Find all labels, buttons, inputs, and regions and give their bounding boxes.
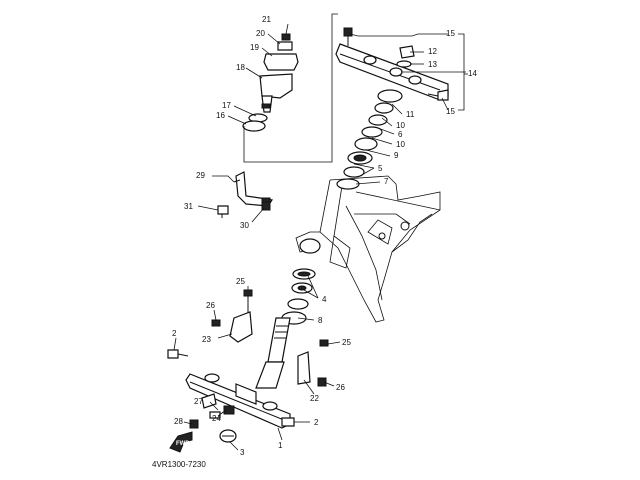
drawing-code: 4VR1300-7230 bbox=[152, 460, 206, 469]
bracket-22 bbox=[297, 339, 329, 387]
callout-25-upper: 25 bbox=[236, 277, 245, 286]
callout-12: 12 bbox=[428, 47, 437, 56]
callout-10-upper: 10 bbox=[396, 121, 405, 130]
pinch-bolt-3 bbox=[219, 429, 237, 443]
callout-30: 30 bbox=[240, 221, 249, 230]
bearing-stack-lower bbox=[281, 268, 316, 325]
bracket-23 bbox=[211, 311, 253, 343]
fwd-arrow-icon: FWD bbox=[169, 431, 193, 453]
callout-25-lower: 25 bbox=[342, 338, 351, 347]
steering-stem bbox=[255, 317, 291, 389]
callout-26-left: 26 bbox=[206, 301, 215, 310]
callout-31: 31 bbox=[184, 202, 193, 211]
callout-22: 22 bbox=[310, 394, 319, 403]
under-bracket bbox=[185, 373, 291, 429]
callout-3: 3 bbox=[240, 448, 245, 457]
callout-5: 5 bbox=[378, 164, 383, 173]
bolt-25-upper bbox=[243, 289, 253, 314]
callout-26-right: 26 bbox=[336, 383, 345, 392]
bolt-28 bbox=[189, 419, 199, 429]
callout-27: 27 bbox=[194, 397, 203, 406]
callout-11: 11 bbox=[406, 110, 415, 119]
callout-29: 29 bbox=[196, 171, 205, 180]
callout-16: 16 bbox=[216, 111, 225, 120]
callout-20: 20 bbox=[256, 29, 265, 38]
callout-17: 17 bbox=[222, 101, 231, 110]
bearing-stack-upper bbox=[336, 89, 403, 190]
bolt-2-left bbox=[167, 349, 189, 359]
callout-2-right: 2 bbox=[314, 418, 319, 427]
callout-4: 4 bbox=[322, 295, 327, 304]
callout-numbers: 21 20 19 18 17 16 15 12 13 14 15 11 10 6… bbox=[172, 15, 477, 457]
leader-lines bbox=[173, 13, 468, 451]
callout-13: 13 bbox=[428, 60, 437, 69]
callout-24: 24 bbox=[212, 414, 221, 423]
callout-1: 1 bbox=[278, 441, 283, 450]
callout-15-top: 15 bbox=[446, 29, 455, 38]
callout-15-bottom: 15 bbox=[446, 107, 455, 116]
cable-guide-bracket bbox=[233, 171, 274, 207]
bolt-31 bbox=[217, 205, 229, 218]
callout-14: 14 bbox=[468, 69, 477, 78]
callout-8: 8 bbox=[318, 316, 323, 325]
fwd-label: FWD bbox=[176, 441, 190, 447]
callout-2-left: 2 bbox=[172, 329, 177, 338]
callout-23: 23 bbox=[202, 335, 211, 344]
callout-19: 19 bbox=[250, 43, 259, 52]
callout-10-lower: 10 bbox=[396, 140, 405, 149]
bolt-2-right bbox=[281, 417, 295, 427]
callout-28: 28 bbox=[174, 417, 183, 426]
handlebar-holder-stack bbox=[242, 33, 299, 132]
callout-18: 18 bbox=[236, 63, 245, 72]
callout-7: 7 bbox=[384, 177, 389, 186]
callout-21: 21 bbox=[262, 15, 271, 24]
callout-9: 9 bbox=[394, 151, 399, 160]
callout-6: 6 bbox=[398, 130, 403, 139]
frame-outline bbox=[295, 175, 441, 323]
